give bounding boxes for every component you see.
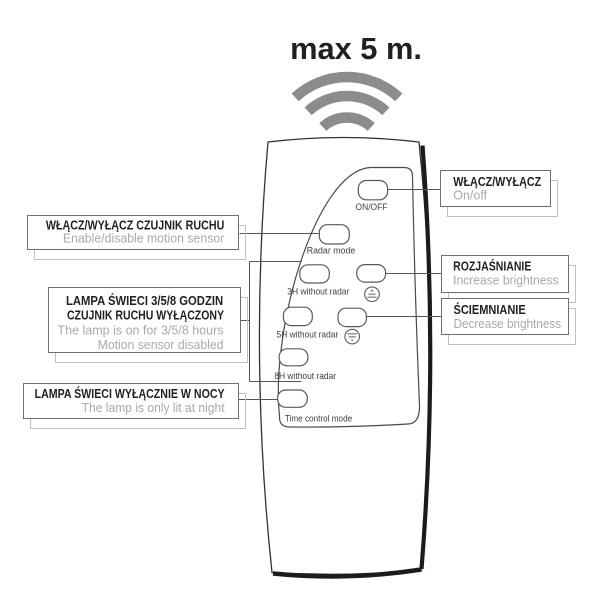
svg-text:ROZJAŚNIANIE: ROZJAŚNIANIE: [453, 260, 531, 274]
svg-text:ŚCIEMNIANIE: ŚCIEMNIANIE: [454, 301, 526, 317]
svg-text:WŁĄCZ/WYŁĄCZ: WŁĄCZ/WYŁĄCZ: [453, 174, 541, 189]
svg-text:On/off: On/off: [453, 188, 487, 202]
svg-text:Time control mode: Time control mode: [285, 413, 352, 424]
svg-text:ON/OFF: ON/OFF: [355, 202, 388, 212]
svg-text:Enable/disable motion sensor: Enable/disable motion sensor: [63, 231, 224, 245]
svg-text:LAMPA ŚWIECI WYŁĄCZNIE W NOCY: LAMPA ŚWIECI WYŁĄCZNIE W NOCY: [35, 387, 225, 401]
svg-text:WŁĄCZ/WYŁĄCZ CZUJNIK RUCHU: WŁĄCZ/WYŁĄCZ CZUJNIK RUCHU: [46, 218, 224, 233]
svg-text:The lamp is on for 3/5/8 hours: The lamp is on for 3/5/8 hours: [58, 323, 224, 337]
svg-text:LAMPA ŚWIECI 3/5/8 GODZIN: LAMPA ŚWIECI 3/5/8 GODZIN: [66, 292, 223, 308]
svg-text:max 5 m.: max 5 m.: [290, 31, 422, 66]
svg-text:Radar mode: Radar mode: [307, 245, 356, 255]
svg-text:The lamp is only lit at night: The lamp is only lit at night: [82, 400, 225, 414]
svg-text:CZUJNIK RUCHU WYŁĄCZONY: CZUJNIK RUCHU WYŁĄCZONY: [67, 308, 224, 322]
svg-text:Motion sensor disabled: Motion sensor disabled: [98, 338, 224, 352]
svg-text:Increase brightness: Increase brightness: [453, 273, 558, 287]
svg-text:3H without radar: 3H without radar: [287, 286, 349, 296]
svg-text:8H without radar: 8H without radar: [274, 371, 336, 381]
svg-text:5H without radar: 5H without radar: [277, 329, 339, 339]
svg-text:Decrease brightness: Decrease brightness: [454, 316, 562, 331]
